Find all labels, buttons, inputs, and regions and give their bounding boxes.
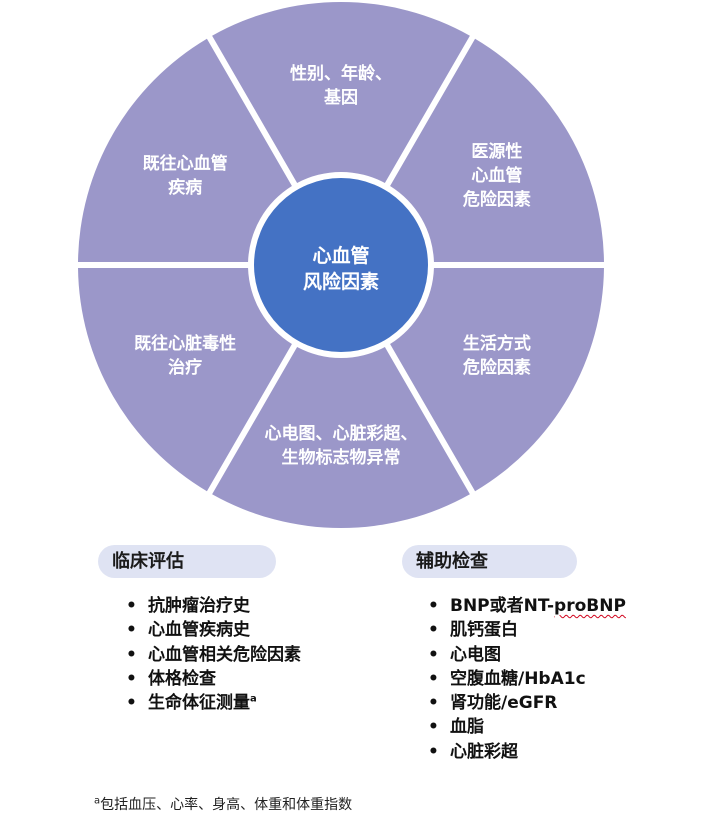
wheel-segment-3-label-line-1: 生活方式 [463, 333, 531, 354]
bullet-glyph: • [428, 668, 439, 689]
center-circle [254, 178, 428, 352]
aux-item-5: 肾功能/eGFR [450, 693, 558, 714]
wheel-segment-1 [212, 2, 470, 184]
aux-item-6: 血脂 [450, 717, 484, 738]
wheel-segment-1-label-line-2: 基因 [323, 87, 358, 108]
wheel-segment-2-label-line-2: 心血管 [471, 165, 522, 186]
wheel-segment-6-label-line-2: 疾病 [168, 177, 202, 198]
aux-item-1-spellcheck-mark: proBNP [554, 596, 626, 616]
auxiliary-exams-heading: 辅助检查 [402, 545, 577, 578]
footnote-text: 包括血压、心率、身高、体重和体重指数 [100, 797, 353, 813]
wheel-segment-5-label-line-1: 既往心脏毒性 [134, 333, 236, 354]
wheel-segment-3-label-line-2: 危险因素 [462, 357, 531, 378]
clinical-item-5: 生命体征测量 [148, 693, 250, 714]
wheel-segment-2 [390, 38, 604, 263]
footnote-marker: a [250, 693, 257, 705]
bullet-glyph: • [428, 596, 439, 616]
wheel-segment-2-label-line-1: 医源性 [471, 141, 522, 162]
wheel-segment-4-label-line-1: 心电图、心脏彩超、 [265, 423, 418, 444]
footnote: a包括血压、心率、身高、体重和体重指数 [94, 794, 352, 814]
aux-item-2: 肌钙蛋白 [450, 620, 518, 641]
wheel-segment-2-label-line-3: 危险因素 [462, 189, 531, 210]
bullet-glyph: • [126, 693, 137, 714]
center-label-line-2: 风险因素 [303, 270, 379, 293]
wheel-segment-5-label-line-2: 治疗 [168, 357, 202, 378]
bullet-glyph: • [126, 644, 137, 665]
clinical-item-1: 抗肿瘤治疗史 [148, 596, 250, 616]
wheel-segment-3 [390, 267, 604, 492]
list-item: • 抗肿瘤治疗史 [126, 594, 301, 618]
bullet-glyph: • [428, 644, 439, 665]
bullet-glyph: • [126, 620, 137, 641]
list-item: • 心血管相关危险因素 [126, 643, 301, 667]
wheel-segment-6 [78, 38, 292, 263]
list-item: • 心电图 [428, 643, 626, 667]
bullet-glyph: • [126, 596, 137, 616]
list-item: • 心脏彩超 [428, 740, 626, 764]
wheel-segment-6-label-line-1: 既往心血管 [143, 153, 228, 174]
clinical-assessment-list: • 抗肿瘤治疗史 • 心血管疾病史 • 心血管相关危险因素 • 体格检查 • 生命体征测量… [126, 594, 301, 715]
aux-item-7: 心脏彩超 [450, 741, 518, 762]
wheel-segment-4-label-line-2: 生物标志物异常 [282, 447, 401, 468]
bullet-glyph: • [428, 693, 439, 714]
clinical-item-4: 体格检查 [148, 668, 216, 689]
center-label-line-1: 心血管 [312, 244, 369, 267]
wheel-segment-1-label-line-1: 性别、年龄、 [290, 63, 392, 84]
list-item: • 体格检查 [126, 667, 301, 691]
auxiliary-exams-list: • BNP或者NT-proBNP • 肌钙蛋白 • 心电图 • 空腹血糖/HbA1c •… [428, 594, 626, 764]
wheel-segment-5 [78, 267, 292, 492]
bullet-glyph: • [428, 620, 439, 641]
list-item: • 肾功能/eGFR [428, 691, 626, 715]
bullet-glyph: • [126, 668, 137, 689]
risk-factor-wheel: 性别、年龄、基因医源性心血管危险因素生活方式危险因素心电图、心脏彩超、生物标志物… [78, 2, 604, 528]
bullet-glyph: • [428, 717, 439, 738]
list-item: • 肌钙蛋白 [428, 618, 626, 642]
list-item: • 空腹血糖/HbA1c [428, 667, 626, 691]
list-item: • 血脂 [428, 715, 626, 739]
clinical-item-2: 心血管疾病史 [148, 620, 250, 641]
clinical-assessment-heading: 临床评估 [98, 545, 276, 578]
aux-item-4: 空腹血糖/HbA1c [450, 668, 586, 689]
footnote-marker: a [94, 795, 101, 807]
list-item: • BNP或者NT-proBNP [428, 594, 626, 618]
aux-item-1: BNP或者NT- [450, 596, 555, 616]
list-item: • 生命体征测量a [126, 691, 301, 715]
clinical-item-3: 心血管相关危险因素 [148, 644, 301, 665]
list-item: • 心血管疾病史 [126, 618, 301, 642]
wheel-segment-4 [212, 346, 470, 528]
bullet-glyph: • [428, 741, 439, 762]
aux-item-3: 心电图 [450, 644, 501, 665]
